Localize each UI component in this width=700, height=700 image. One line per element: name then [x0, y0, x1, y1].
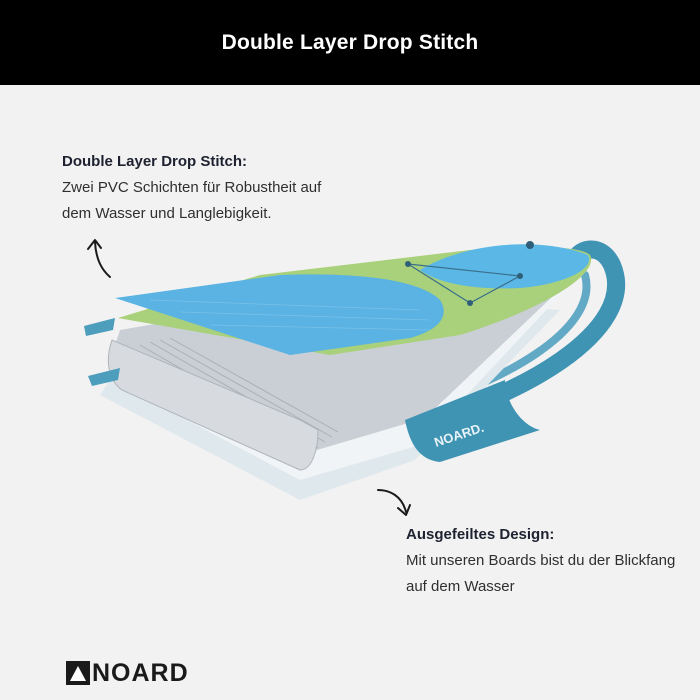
rail-front [405, 380, 540, 462]
callout-design: Ausgefeiltes Design: Mit unseren Boards … [406, 522, 696, 600]
logo-text: NOARD [92, 658, 189, 687]
callout-drop-stitch: Double Layer Drop Stitch: Zwei PVC Schic… [62, 149, 362, 227]
callout-drop-stitch-line-2: dem Wasser und Langlebigkeit. [62, 205, 272, 222]
callout-design-line-1: Mit unseren Boards bist du der Blickfang [406, 552, 676, 569]
layer-blue-pad [115, 274, 444, 355]
page-title: Double Layer Drop Stitch [221, 30, 479, 54]
curved-arrow-icon [87, 239, 111, 278]
seam-strip-2 [84, 318, 115, 336]
header-bar: Double Layer Drop Stitch [0, 0, 700, 85]
noard-logo-mark-icon [66, 661, 90, 685]
seam-strip-1 [88, 368, 120, 386]
blue-nose-patch [420, 244, 590, 289]
callout-design-title: Ausgefeiltes Design: [406, 526, 555, 543]
callout-drop-stitch-line-1: Zwei PVC Schichten für Robustheit auf [62, 179, 322, 196]
noard-logo: NOARD [66, 658, 189, 687]
callout-design-line-2: auf dem Wasser [406, 578, 515, 595]
core-front-face [107, 339, 319, 471]
curved-arrow-icon [377, 489, 411, 516]
callout-drop-stitch-title: Double Layer Drop Stitch: [62, 153, 248, 170]
